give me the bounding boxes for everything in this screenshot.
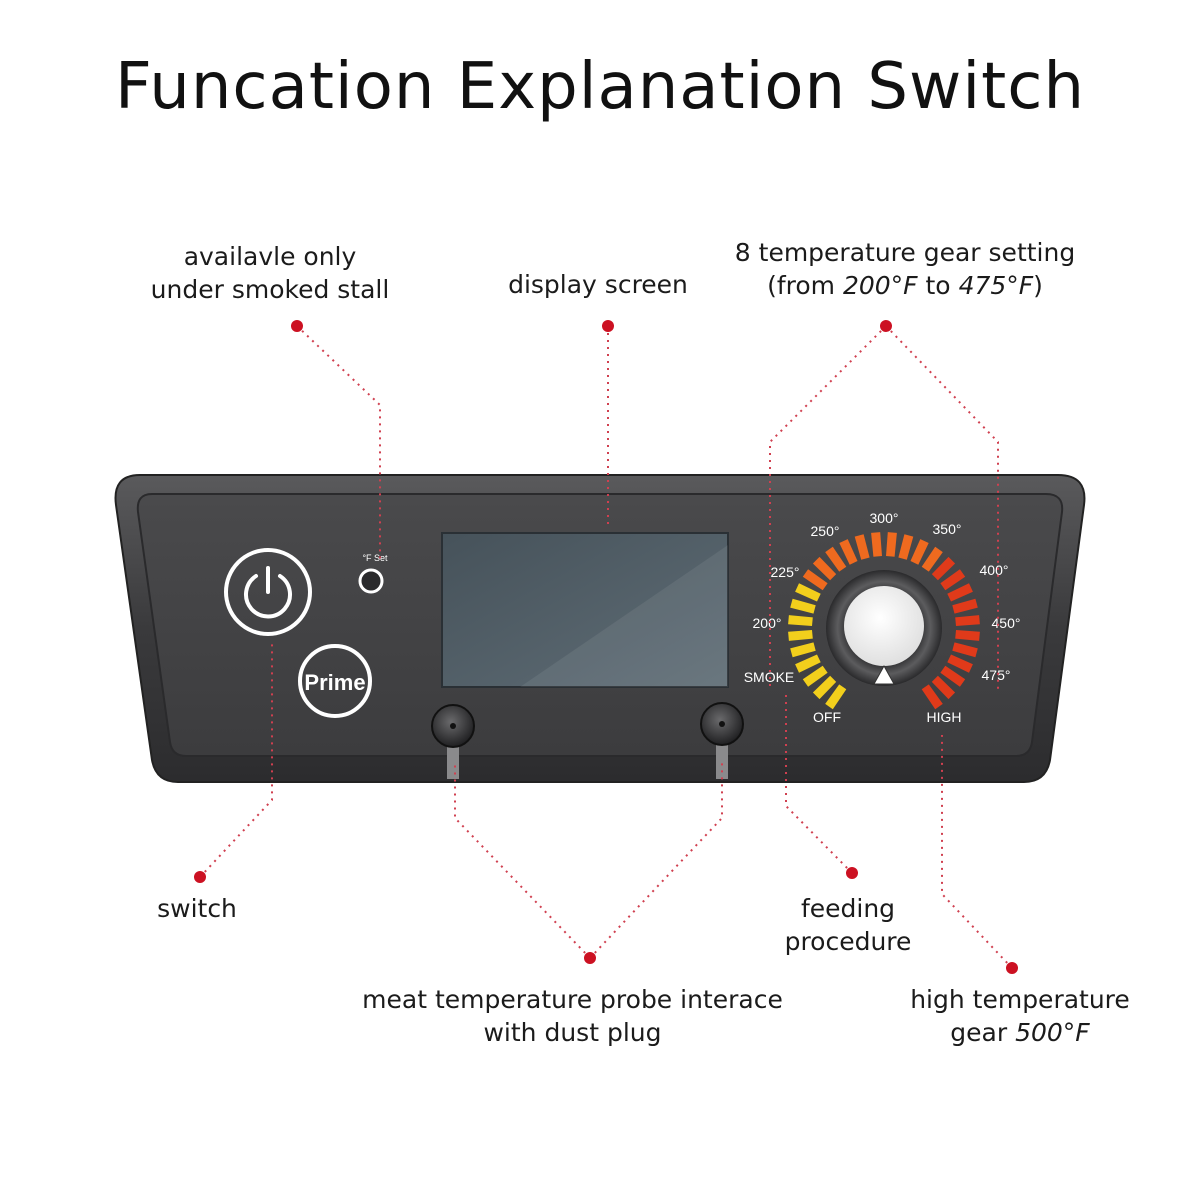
gear-from-text: (from — [767, 271, 843, 300]
gauge-segment — [947, 654, 973, 673]
gauge-segment — [839, 539, 858, 565]
gauge-segment — [947, 583, 973, 602]
power-icon — [244, 574, 292, 619]
gauge-segment — [871, 532, 882, 557]
label-probe-line1: meat temperature probe interace — [362, 985, 783, 1014]
fahrenheit-set-label: °F Set — [362, 553, 388, 563]
callout-dots — [194, 320, 1018, 974]
gear-min-temp: 200°F — [842, 271, 918, 300]
gauge-segment — [802, 569, 828, 591]
gauge-segment — [952, 642, 978, 658]
dot-feeding — [846, 867, 858, 879]
dial-label-450: 450° — [992, 615, 1021, 631]
gauge-segment — [886, 532, 897, 557]
label-feeding-line2: procedure — [784, 927, 912, 956]
gauge-segment — [910, 539, 929, 565]
gauge-segment — [854, 534, 870, 560]
dial-label-high: HIGH — [927, 709, 962, 725]
dot-gear — [880, 320, 892, 332]
gauge-segment — [790, 598, 816, 614]
leader-gear-left — [769, 325, 887, 690]
label-smoke-only-line2: under smoked stall — [150, 275, 390, 304]
probe-jack-right[interactable] — [700, 702, 744, 779]
gear-max-temp: 475°F — [958, 271, 1034, 300]
gauge-segment — [812, 556, 837, 581]
display-screen — [441, 532, 729, 688]
gauge-segment — [790, 642, 816, 658]
label-switch: switch — [117, 892, 277, 925]
label-feeding: feeding procedure — [748, 892, 948, 958]
dot-probe — [584, 952, 596, 964]
dot-display — [602, 320, 614, 332]
label-smoke-only: availavle only under smoked stall — [120, 240, 420, 306]
label-gear-setting: 8 temperature gear setting (from 200°F t… — [700, 236, 1110, 302]
gauge-segment — [788, 630, 813, 641]
leader-smoke-only — [296, 325, 381, 560]
gauge-segment — [921, 684, 943, 710]
label-high-line1: high temperature — [910, 985, 1130, 1014]
gauge-segment — [788, 615, 813, 626]
gauge-segment — [931, 675, 956, 700]
dot-switch — [194, 871, 206, 883]
high-gear-text: gear — [950, 1018, 1016, 1047]
gear-close-paren: ) — [1033, 271, 1043, 300]
label-display-screen-text: display screen — [508, 270, 688, 299]
gauge-segment — [795, 583, 821, 602]
dial-label-off: OFF — [813, 709, 841, 725]
label-smoke-only-line1: availavle only — [183, 242, 357, 271]
prime-button-label: Prime — [304, 670, 365, 695]
dial-label-225: 225° — [771, 564, 800, 580]
power-button[interactable] — [224, 548, 312, 636]
label-gear-line1: 8 temperature gear setting — [734, 238, 1076, 267]
dot-smoke-only — [291, 320, 303, 332]
label-high-temp: high temperature gear 500°F — [890, 983, 1150, 1049]
label-probe: meat temperature probe interace with dus… — [330, 983, 815, 1049]
dial-label-400: 400° — [980, 562, 1009, 578]
dial-label-350: 350° — [933, 521, 962, 537]
gauge-segment — [955, 615, 980, 626]
leader-lines — [199, 325, 1013, 969]
dot-high — [1006, 962, 1018, 974]
gear-to-text: to — [917, 271, 959, 300]
label-display-screen: display screen — [448, 268, 748, 301]
leader-probe-right — [589, 762, 723, 959]
gauge-segment — [795, 654, 821, 673]
dial-label-250: 250° — [811, 523, 840, 539]
label-gear-line2: (from 200°F to 475°F) — [700, 269, 1110, 302]
dial-label-300: 300° — [870, 510, 899, 526]
page-title: Funcation Explanation Switch — [114, 50, 1086, 124]
gauge-segment — [940, 569, 966, 591]
dial-label-475: 475° — [982, 667, 1011, 683]
leader-gear-right — [885, 325, 999, 690]
gauge-segment — [812, 675, 837, 700]
high-gear-temp: 500°F — [1015, 1018, 1090, 1047]
temperature-gauge — [788, 532, 980, 710]
probe-jack-left[interactable] — [431, 704, 475, 779]
label-probe-line2: with dust plug — [483, 1018, 662, 1047]
gauge-segment — [825, 546, 847, 572]
prime-button[interactable]: Prime — [298, 644, 372, 718]
gauge-segment — [802, 665, 828, 687]
gauge-segment — [955, 630, 980, 641]
temperature-dial-knob[interactable] — [826, 570, 942, 686]
gauge-segment — [940, 665, 966, 687]
dial-label-200: 200° — [753, 615, 782, 631]
fahrenheit-set-button[interactable]: °F Set — [358, 553, 388, 594]
label-switch-text: switch — [157, 894, 237, 923]
gauge-segment — [931, 556, 956, 581]
gauge-segment — [952, 598, 978, 614]
gauge-segment — [825, 684, 847, 710]
leader-probe-left — [454, 762, 591, 959]
label-high-line2: gear 500°F — [890, 1016, 1150, 1049]
leader-switch — [199, 640, 273, 878]
gauge-segment — [921, 546, 943, 572]
screen-glare — [520, 545, 728, 687]
gauge-segment — [898, 534, 914, 560]
label-feeding-line1: feeding — [800, 894, 896, 923]
